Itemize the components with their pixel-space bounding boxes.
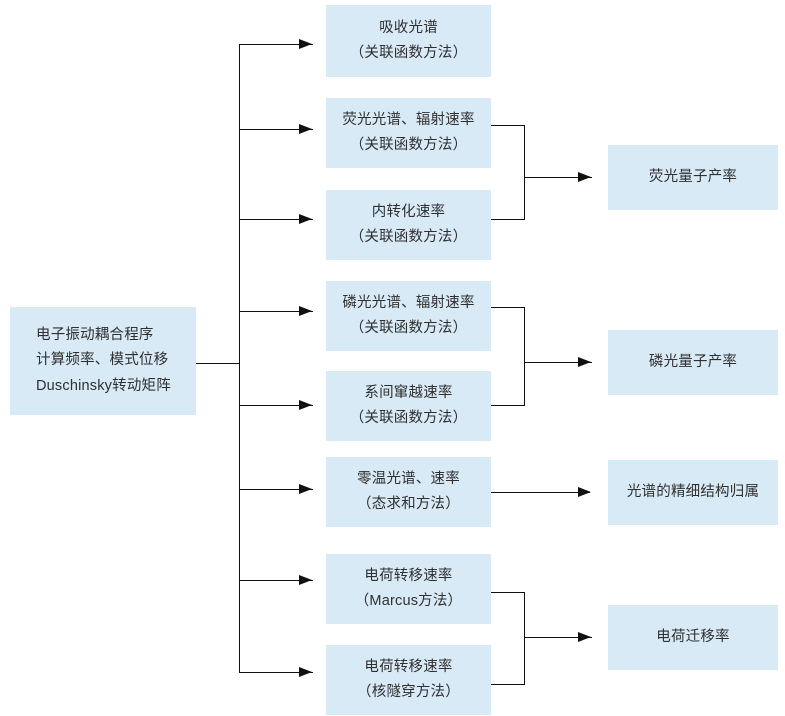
connector-branch-internal-conversion <box>239 219 313 220</box>
arrowhead-branch-fluorescence <box>299 124 312 134</box>
connector-branch-intersystem-crossing <box>239 405 313 406</box>
connector-merge2-vertical <box>524 307 525 406</box>
node-charge-transfer-rate-marcus[interactable]: 电荷转移速率 （Marcus方法） <box>326 554 491 624</box>
absorption-spectrum-method: （关联函数方法） <box>349 45 468 61</box>
fluorescence-spectrum-rate-method: （关联函数方法） <box>349 137 468 153</box>
node-phosphorescence-spectrum-rate[interactable]: 磷光光谱、辐射速率 （关联函数方法） <box>326 281 491 351</box>
connector-merge1-vertical <box>524 125 525 220</box>
node-fluorescence-spectrum-rate[interactable]: 荧光光谱、辐射速率 （关联函数方法） <box>326 98 491 168</box>
arrowhead-phosphorescence-quantum-yield <box>578 357 591 367</box>
charge-transfer-rate-tunneling-method: （核隧穿方法） <box>357 684 460 700</box>
connector-trunk-vertical <box>239 44 240 673</box>
charge-transfer-rate-marcus-title: 电荷转移速率 <box>364 567 453 584</box>
connector-merge2-top <box>490 307 525 308</box>
connector-merge2-bottom <box>490 405 525 406</box>
charge-mobility-label: 电荷迁移率 <box>656 628 730 645</box>
connector-branch-zero-temperature <box>239 489 313 490</box>
spectral-fine-structure-assignment-label: 光谱的精细结构归属 <box>626 483 760 500</box>
arrowhead-spectral-fine-structure <box>578 487 591 497</box>
node-zero-temperature-spectrum-rate[interactable]: 零温光谱、速率 （态求和方法） <box>326 457 491 527</box>
charge-transfer-rate-tunneling-title: 电荷转移速率 <box>364 658 453 675</box>
fluorescence-quantum-yield-label: 荧光量子产率 <box>648 168 738 185</box>
arrowhead-branch-absorption <box>299 39 312 49</box>
phosphorescence-spectrum-rate-method: （关联函数方法） <box>349 320 468 336</box>
node-electron-vibration-coupling-program[interactable]: 电子振动耦合程序 计算频率、模式位移 Duschinsky转动矩阵 <box>10 307 196 415</box>
connector-merge1-bottom <box>490 219 525 220</box>
connector-source-to-trunk <box>195 363 240 364</box>
charge-transfer-rate-marcus-method: （Marcus方法） <box>354 593 463 609</box>
connector-merge2-to-result <box>524 362 592 363</box>
arrowhead-branch-internal-conversion <box>299 214 312 224</box>
arrowhead-charge-mobility <box>578 632 591 642</box>
connector-merge3-top <box>490 592 525 593</box>
node-absorption-spectrum[interactable]: 吸收光谱 （关联函数方法） <box>326 5 491 77</box>
internal-conversion-rate-title: 内转化速率 <box>371 203 446 220</box>
connector-merge3-to-result <box>524 637 592 638</box>
connector-merge3-bottom <box>490 684 525 685</box>
arrowhead-fluorescence-quantum-yield <box>578 172 591 182</box>
connector-branch-charge-transfer-tunneling <box>239 672 313 673</box>
arrowhead-branch-zero-temperature <box>299 484 312 494</box>
connector-merge1-to-result <box>524 177 592 178</box>
node-fluorescence-quantum-yield[interactable]: 荧光量子产率 <box>608 145 778 210</box>
phosphorescence-spectrum-rate-title: 磷光光谱、辐射速率 <box>342 294 475 311</box>
phosphorescence-quantum-yield-label: 磷光量子产率 <box>648 353 738 370</box>
arrowhead-branch-intersystem-crossing <box>299 400 312 410</box>
connector-merge3-vertical <box>524 592 525 685</box>
arrowhead-branch-phosphorescence <box>299 306 312 316</box>
connector-branch-phosphorescence <box>239 311 313 312</box>
node-phosphorescence-quantum-yield[interactable]: 磷光量子产率 <box>608 330 778 395</box>
fluorescence-spectrum-rate-title: 荧光光谱、辐射速率 <box>342 111 475 128</box>
arrowhead-branch-charge-transfer-tunneling <box>299 667 312 677</box>
intersystem-crossing-rate-method: （关联函数方法） <box>349 410 468 426</box>
arrowhead-branch-charge-transfer-marcus <box>299 575 312 585</box>
internal-conversion-rate-method: （关联函数方法） <box>349 229 468 245</box>
connector-zero-temperature-to-result <box>490 492 590 493</box>
connector-branch-fluorescence <box>239 129 313 130</box>
absorption-spectrum-title: 吸收光谱 <box>379 19 438 36</box>
zero-temperature-spectrum-rate-title: 零温光谱、速率 <box>357 470 460 487</box>
node-intersystem-crossing-rate[interactable]: 系间窜越速率 （关联函数方法） <box>326 371 491 441</box>
node-charge-transfer-rate-tunneling[interactable]: 电荷转移速率 （核隧穿方法） <box>326 645 491 715</box>
node-internal-conversion-rate[interactable]: 内转化速率 （关联函数方法） <box>326 190 491 260</box>
source-line-2: 计算频率、模式位移 <box>36 352 169 369</box>
zero-temperature-spectrum-rate-method: （态求和方法） <box>357 496 460 512</box>
source-line-3: Duschinsky转动矩阵 <box>36 377 171 394</box>
node-spectral-fine-structure-assignment[interactable]: 光谱的精细结构归属 <box>608 460 778 525</box>
intersystem-crossing-rate-title: 系间窜越速率 <box>364 384 453 401</box>
source-line-1: 电子振动耦合程序 <box>36 326 154 343</box>
connector-branch-charge-transfer-marcus <box>239 580 313 581</box>
connector-branch-absorption <box>239 44 313 45</box>
connector-merge1-top <box>490 125 525 126</box>
node-charge-mobility[interactable]: 电荷迁移率 <box>608 605 778 670</box>
